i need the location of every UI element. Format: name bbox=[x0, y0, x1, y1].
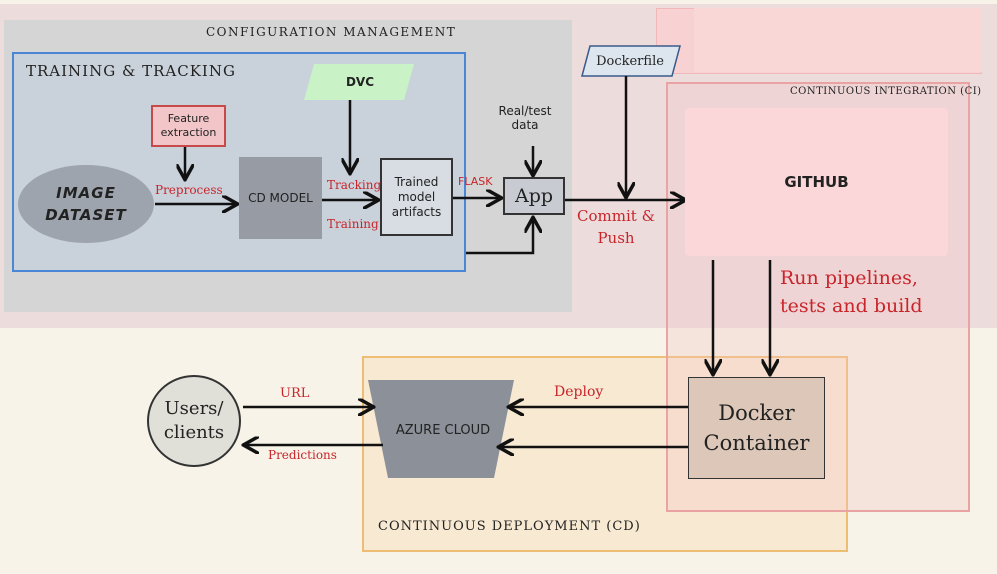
azure-cloud-label: AZURE CLOUD bbox=[395, 422, 491, 438]
ci-header-inner-block bbox=[694, 8, 982, 72]
real-test-data-label: Real/test data bbox=[498, 104, 552, 132]
config-management-title: Configuration management bbox=[206, 25, 457, 39]
url-label: URL bbox=[280, 386, 310, 401]
run-pipelines-label: Run pipelines, tests and build bbox=[780, 267, 923, 317]
feature-extraction-node: Feature extraction bbox=[151, 105, 226, 147]
image-dataset-node: IMAGE DATASET bbox=[18, 165, 154, 243]
commit-push-label: Commit & Push bbox=[577, 207, 655, 247]
tracking-label: Tracking bbox=[327, 178, 382, 192]
github-node: GITHUB bbox=[685, 108, 948, 256]
flask-label: FLASK bbox=[458, 175, 493, 188]
training-tracking-title: Training & Tracking bbox=[26, 62, 236, 80]
azure-cloud-shape bbox=[368, 380, 514, 478]
arrow-to-app-bottom bbox=[466, 219, 533, 255]
continuous-deployment-title: Continuous deployment (CD) bbox=[378, 519, 641, 534]
dvc-shape bbox=[304, 64, 414, 100]
training-label: Training bbox=[327, 217, 379, 231]
cd-model-node: CD MODEL bbox=[239, 157, 322, 239]
trained-model-artifacts-node: Trained model artifacts bbox=[380, 158, 453, 236]
dockerfile-label: Dockerfile bbox=[596, 53, 664, 69]
dockerfile-shape bbox=[581, 45, 681, 77]
dvc-label: DVC bbox=[345, 75, 375, 89]
deploy-label: Deploy bbox=[554, 384, 604, 400]
predictions-label: Predictions bbox=[268, 448, 337, 462]
app-node: App bbox=[503, 177, 565, 215]
docker-container-node: Docker Container bbox=[688, 377, 825, 479]
users-clients-node: Users/ clients bbox=[147, 375, 241, 467]
preprocess-label: Preprocess bbox=[155, 183, 223, 197]
continuous-integration-title: Continuous Integration (CI) bbox=[790, 86, 982, 97]
